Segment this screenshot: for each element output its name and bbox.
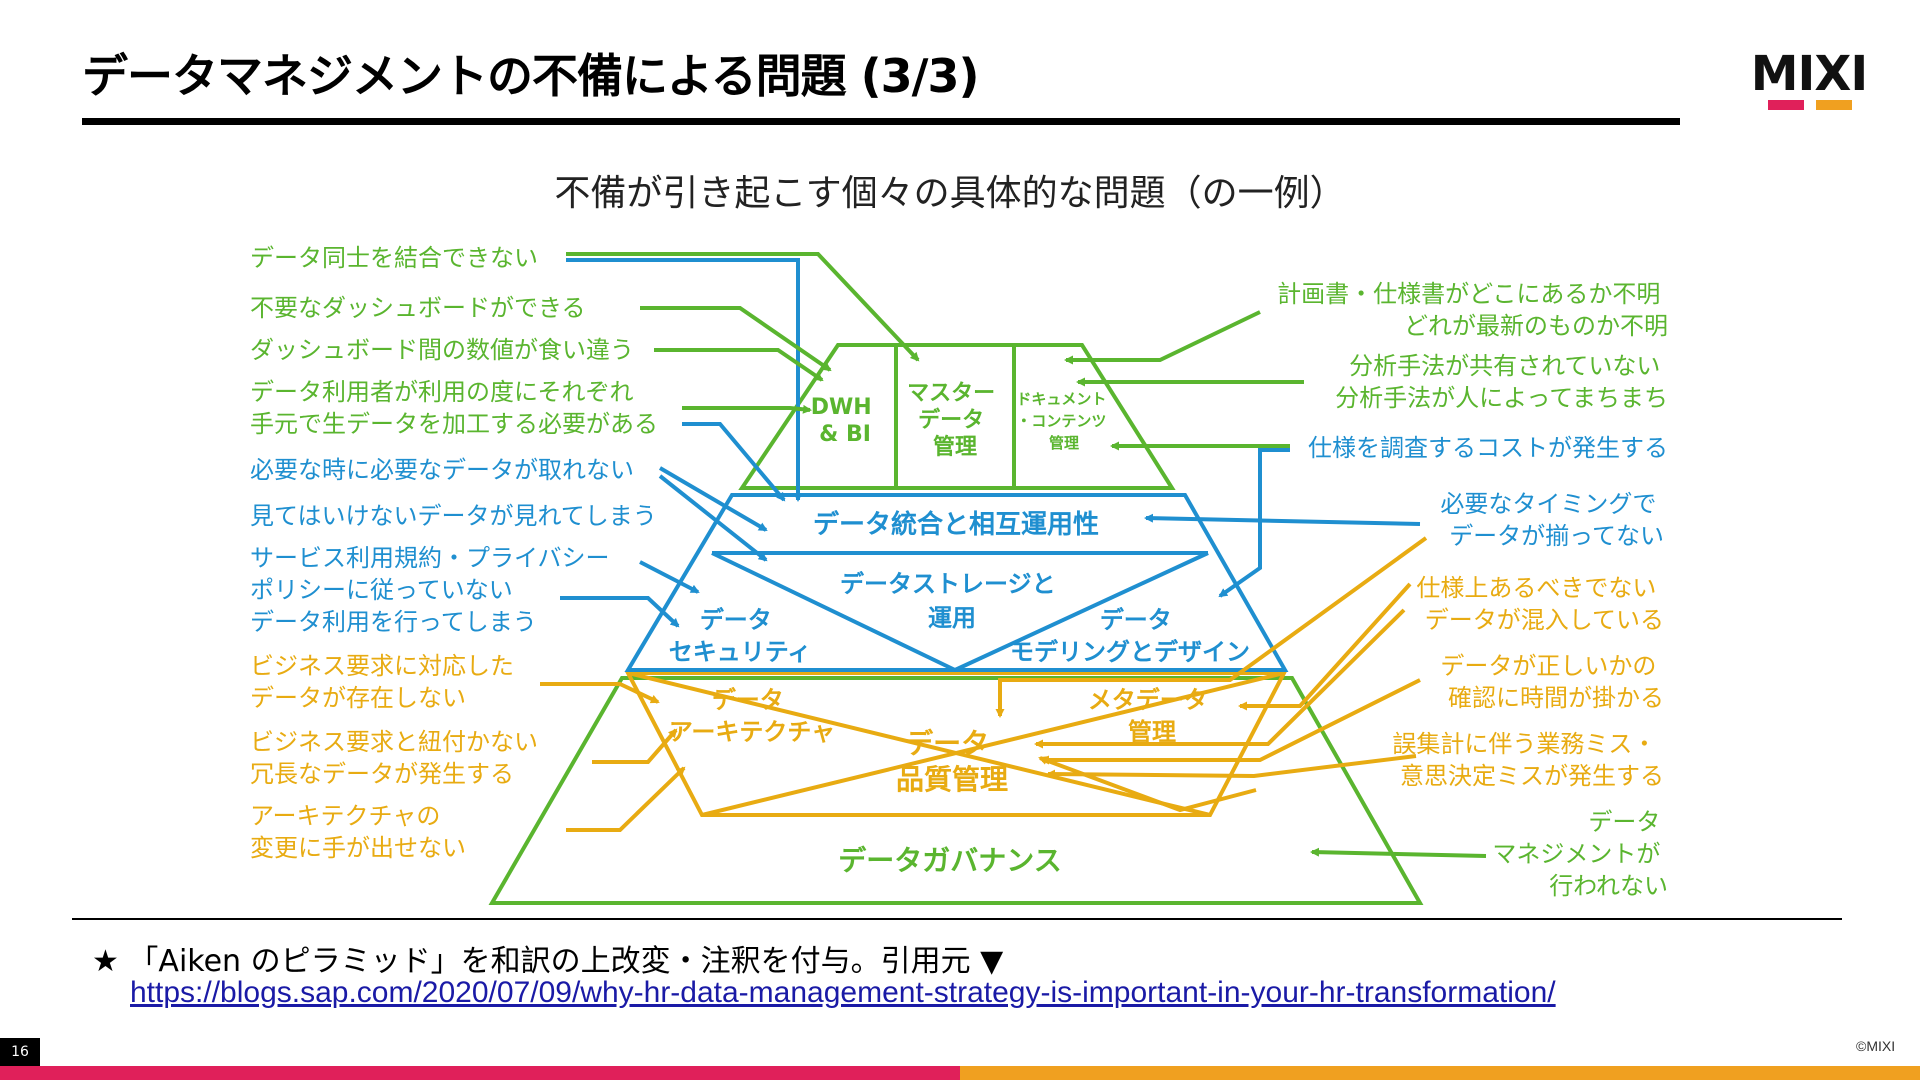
metadata-label: メタデータ 管理 xyxy=(1088,686,1216,746)
right-issue-miscounting: 誤集計に伴う業務ミス・ 意思決定ミスが発生する xyxy=(1392,730,1664,790)
left-issue-unauthorized-view: 見てはいけないデータが見れてしまう xyxy=(250,502,657,530)
right-issue-analysis-methods: 分析手法が共有されていない 分析手法が人によってまちまち xyxy=(1335,352,1668,412)
storage-label: データストレージと 運用 xyxy=(840,570,1064,632)
source-link[interactable]: https://blogs.sap.com/2020/07/09/why-hr-… xyxy=(130,976,1556,1009)
governance-label: データガバナンス xyxy=(838,844,1061,877)
left-issue-privacy-policy: サービス利用規約・プライバシー ポリシーに従っていない データ利用を行ってしまう xyxy=(250,544,617,636)
top-apps-band xyxy=(738,343,1176,490)
bottom-stripe-red xyxy=(0,1066,960,1080)
right-arrows xyxy=(995,310,1487,858)
right-issue-spec-location: 計画書・仕様書がどこにあるか不明 どれが最新のものか不明 xyxy=(1277,280,1668,340)
footnote-text: ★ 「Aiken のピラミッド」を和訳の上改変・注釈を付与。引用元 ▼ xyxy=(92,944,1004,979)
quality-label: データ 品質管理 xyxy=(896,727,1008,796)
document-content-label: ドキュメント ・コンテンツ 管理 xyxy=(1016,390,1111,452)
logo-bars xyxy=(1768,100,1854,110)
title-underline xyxy=(82,118,1680,125)
security-label: データ セキュリティ xyxy=(669,606,812,666)
interop-label: データ統合と相互運用性 xyxy=(813,509,1099,540)
left-issue-missing-data: ビジネス要求に対応した データが存在しない xyxy=(250,652,522,712)
mixi-logo: MIXI xyxy=(1744,50,1874,118)
left-issue-dashboard-mismatch: ダッシュボード間の数値が食い違う xyxy=(250,336,634,364)
logo-bar-orange xyxy=(1816,100,1852,110)
diagram-subtitle: 不備が引き起こす個々の具体的な問題（の一例） xyxy=(554,173,1346,214)
left-issue-data-not-available: 必要な時に必要なデータが取れない xyxy=(250,456,634,484)
right-issue-timing: 必要なタイミングで データが揃ってない xyxy=(1440,490,1664,550)
left-issue-unneeded-dashboard: 不要なダッシュボードができる xyxy=(250,294,586,322)
left-issue-architecture-change: アーキテクチャの 変更に手が出せない xyxy=(250,802,466,862)
logo-bar-red xyxy=(1768,100,1804,110)
governance-layer xyxy=(488,676,1424,905)
left-arrows xyxy=(540,252,920,832)
page-number: 16 xyxy=(0,1038,40,1066)
bottom-stripe-orange xyxy=(960,1066,1920,1080)
left-issue-redundant-data: ビジネス要求と紐付かない 冗長なデータが発生する xyxy=(250,728,546,788)
master-data-label: マスター データ 管理 xyxy=(907,381,1003,460)
modeling-label: データ モデリングとデザイン xyxy=(1010,606,1250,666)
logo-text: MIXI xyxy=(1750,46,1869,102)
copyright: ©MIXI xyxy=(1856,1038,1896,1054)
right-issue-investigation-cost: 仕様を調査するコストが発生する xyxy=(1308,434,1668,462)
right-issue-verification-time: データが正しいかの 確認に時間が掛かる xyxy=(1440,652,1664,712)
left-issue-join: データ同士を結合できない xyxy=(250,244,538,272)
page-title: データマネジメントの不備による問題 (3/3) xyxy=(82,49,979,103)
right-issue-no-management: データ マネジメントが 行われない xyxy=(1492,808,1668,900)
architecture-label: データ アーキテクチャ xyxy=(669,686,835,746)
right-issue-invalid-data: 仕様上あるべきでない データが混入している xyxy=(1416,574,1664,634)
left-issue-raw-processing: データ利用者が利用の度にそれぞれ 手元で生データを加工する必要がある xyxy=(250,378,658,438)
footnote-divider xyxy=(72,918,1842,920)
dwh-bi-label: DWH & BI xyxy=(811,395,880,447)
